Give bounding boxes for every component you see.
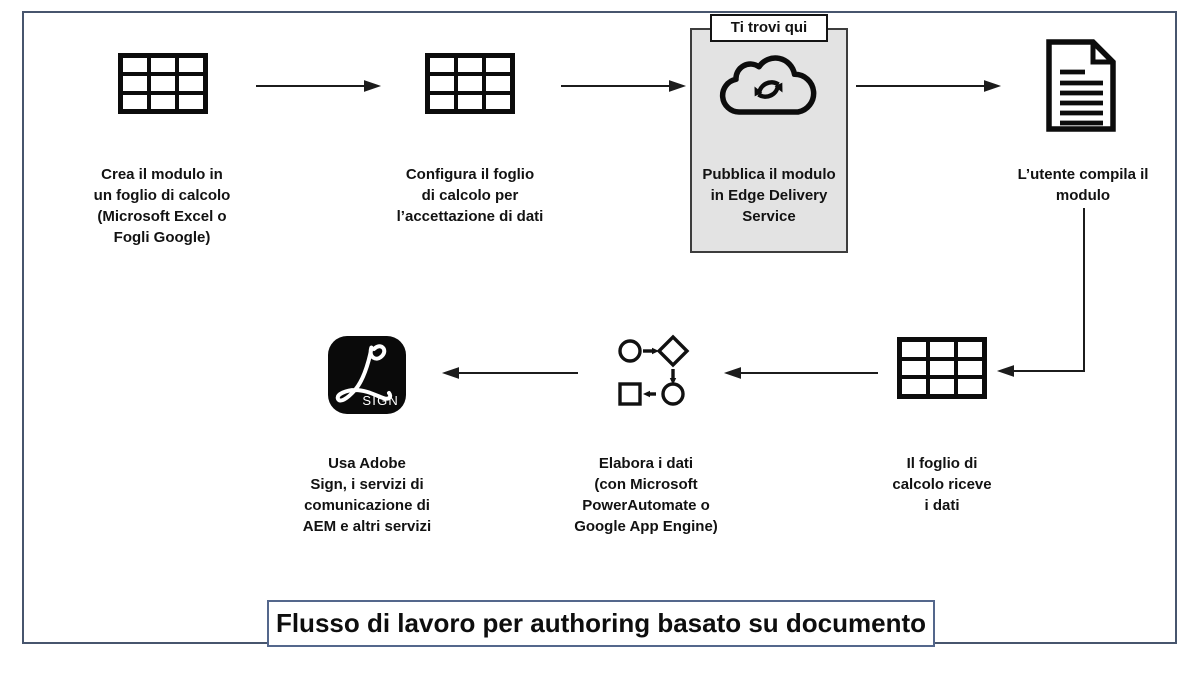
cloud-sync-icon [719, 55, 817, 115]
label-publish-edge: Pubblica il modulo in Edge Delivery Serv… [702, 166, 836, 225]
label-user-fills: L’utente compila il modulo [1017, 166, 1149, 204]
spreadsheet-icon [118, 53, 208, 114]
flow-circle-start [618, 339, 642, 363]
sync-arrows [756, 80, 781, 99]
label-create-form: Crea il modulo in un foglio di calcolo (… [93, 166, 231, 246]
label-process-data: Elabora i dati (con Microsoft PowerAutom… [574, 455, 718, 535]
diagram-title: Flusso di lavoro per authoring basato su… [275, 608, 927, 638]
page-outline [1046, 39, 1116, 132]
folded-corner [1090, 42, 1113, 65]
text-lines [1060, 69, 1103, 126]
document-icon [1046, 39, 1116, 132]
sign-badge: SIGN [362, 393, 399, 408]
flow-square [618, 382, 642, 406]
label-sign-services: Usa Adobe Sign, i servizi di comunicazio… [302, 455, 432, 535]
label-sheet-receives: Il foglio di calcolo riceve i dati [892, 455, 992, 514]
current-step-highlight [690, 28, 848, 253]
cloud-outline [719, 55, 817, 115]
spreadsheet-icon [425, 53, 515, 114]
adobe-ribbon-glyph [335, 344, 393, 403]
spreadsheet-icon [897, 337, 987, 399]
flow-circle-end [661, 382, 685, 406]
adobe-sign-icon: SIGN [328, 336, 406, 414]
flow-diamond [656, 334, 690, 368]
diagram-title-box: Flusso di lavoro per authoring basato su… [267, 600, 935, 647]
you-are-here-badge: Ti trovi qui [710, 14, 828, 42]
flowchart-icon [618, 334, 690, 406]
label-configure-sheet: Configura il foglio di calcolo per l’acc… [396, 166, 544, 225]
